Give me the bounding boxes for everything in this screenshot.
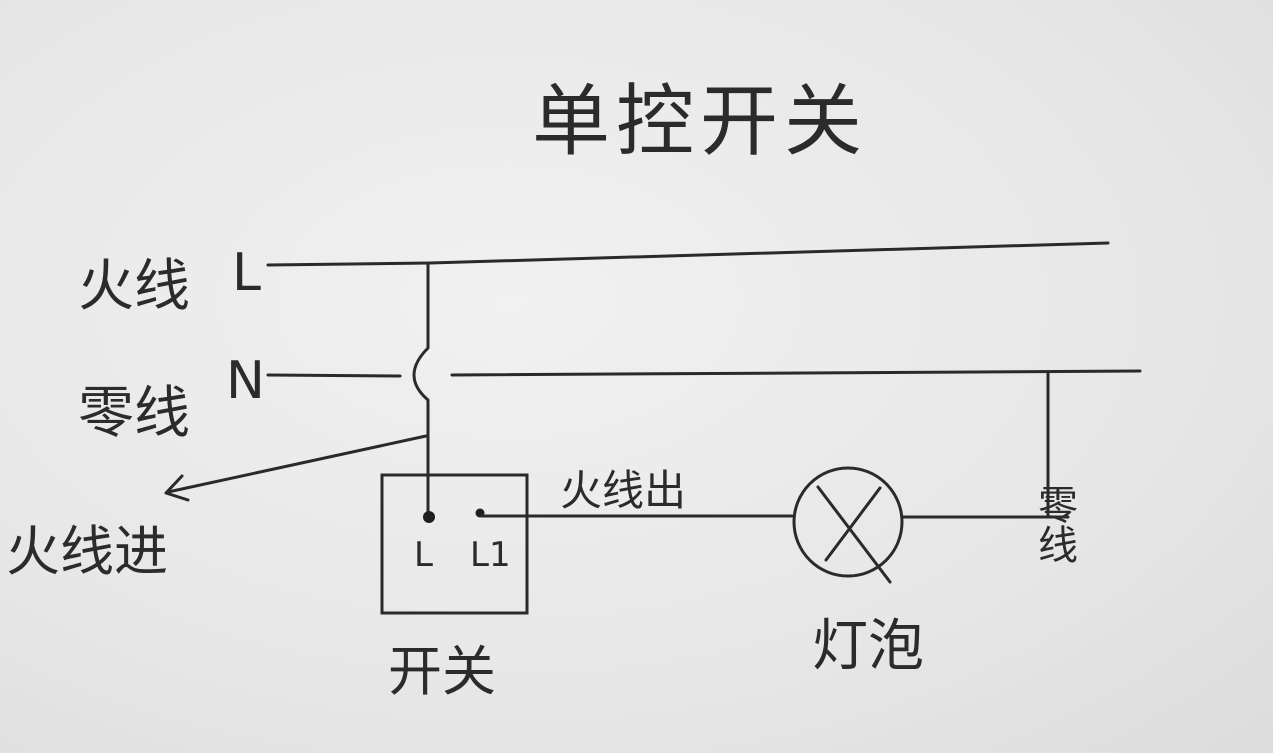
diagram-title: 单控开关 (532, 77, 868, 167)
live-out-label: 火线出 (560, 466, 686, 515)
bulb-label: 灯泡 (812, 614, 924, 679)
switch-box (380, 473, 529, 615)
right-neutral-label: 零线 (1031, 484, 1077, 564)
neutral-wire-label: 零线 (78, 381, 190, 446)
switch-terminal-l-dot (423, 511, 435, 523)
bulb-circle (792, 466, 904, 578)
live-in-wire (166, 434, 428, 494)
live-in-arrow (164, 474, 190, 502)
live-in-label: 火线进 (6, 520, 168, 583)
live-drop-wire (412, 261, 430, 517)
live-wire-letter: L (232, 243, 261, 303)
bulb-neutral-wire (900, 370, 1070, 519)
neutral-wire (266, 369, 1142, 378)
neutral-wire-letter: N (226, 351, 265, 411)
live-wire (266, 241, 1110, 267)
switch-terminal-l1-label: L1 (470, 535, 511, 575)
switch-terminal-l-label: L (414, 535, 433, 575)
switch-label: 开关 (388, 640, 496, 703)
bulb-cross (816, 485, 892, 584)
live-wire-label: 火线 (78, 254, 190, 319)
